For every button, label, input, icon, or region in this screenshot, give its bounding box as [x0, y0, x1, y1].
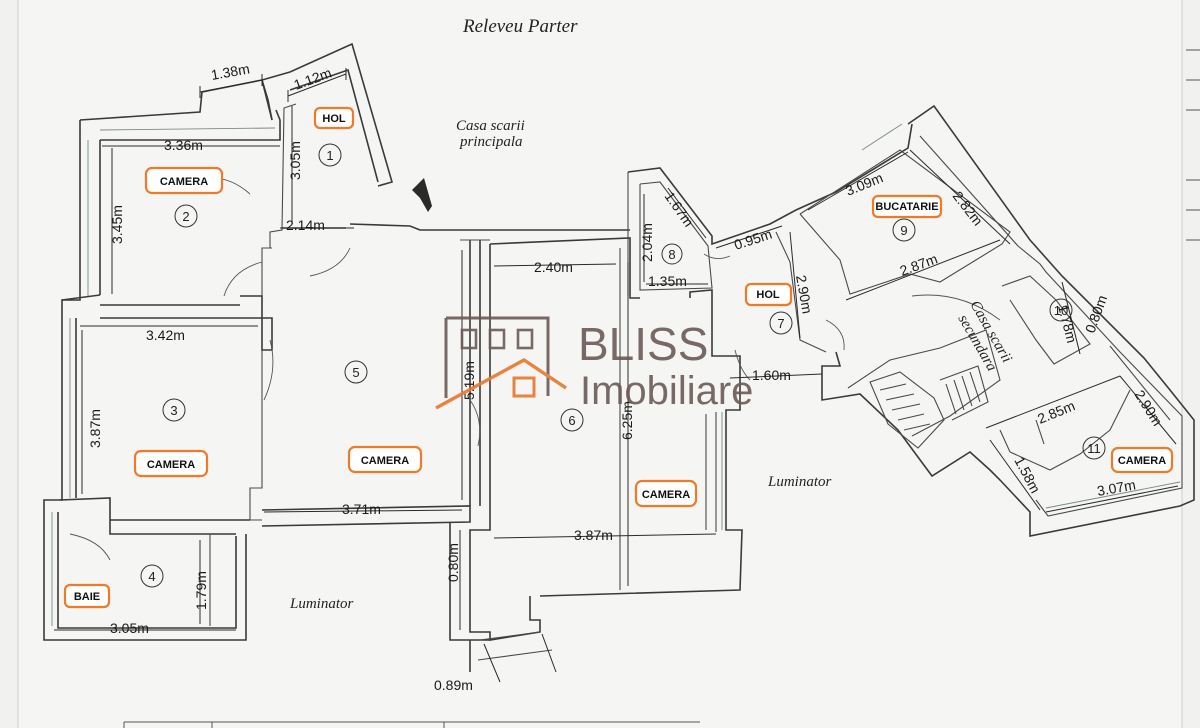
label-room-6: CAMERA	[634, 479, 698, 508]
label-room-5: CAMERA	[347, 445, 423, 474]
svg-text:6: 6	[568, 413, 575, 428]
dim-2-14: 2.14m	[286, 217, 325, 233]
svg-text:CAMERA: CAMERA	[642, 489, 690, 501]
room-number-8: 8	[661, 243, 683, 265]
svg-text:2: 2	[182, 209, 189, 224]
room-numbers: 1 2 3 4 5 6 7 8 9 10 11	[140, 143, 1106, 588]
room-number-6: 6	[560, 408, 584, 432]
svg-text:8: 8	[668, 247, 675, 262]
label-room-1: HOL	[313, 106, 355, 130]
logo-name: BLISS	[578, 318, 708, 370]
room-number-3: 3	[162, 398, 186, 422]
room-number-7: 7	[769, 311, 793, 335]
logo-roof	[435, 358, 567, 410]
room-labels: HOL CAMERA CAMERA BAIE CAMERA CAMERA HOL…	[63, 106, 1174, 609]
walls-center	[449, 123, 913, 672]
svg-text:7: 7	[777, 316, 784, 331]
dimension-lines	[54, 68, 1179, 683]
bliss-logo: BLISS Imobiliare	[435, 316, 753, 413]
svg-text:CAMERA: CAMERA	[1118, 455, 1166, 467]
svg-text:10: 10	[1054, 303, 1068, 318]
dim-1-38: 1.38m	[210, 60, 251, 83]
dim-3-42: 3.42m	[146, 327, 185, 343]
dim-1-35: 1.35m	[648, 273, 687, 289]
dim-2-90-hall: 2.90m	[793, 274, 816, 315]
svg-text:CAMERA: CAMERA	[361, 455, 409, 467]
logo-sub: Imobiliare	[580, 369, 753, 413]
luminator-left: Luminator	[289, 596, 354, 612]
svg-text:BAIE: BAIE	[74, 591, 100, 603]
dim-6-25: 6.25m	[619, 401, 635, 440]
svg-text:5: 5	[352, 365, 359, 380]
room-number-10: 10	[1049, 298, 1073, 322]
stairs-secondary	[869, 294, 1001, 449]
logo-house-frame	[444, 316, 550, 398]
label-room-4: BAIE	[63, 583, 111, 609]
dim-3-05-vertical: 3.05m	[287, 141, 303, 180]
svg-text:CAMERA: CAMERA	[160, 176, 208, 188]
label-room-7: HOL	[744, 282, 793, 307]
room-number-2: 2	[174, 204, 198, 228]
dim-3-87-vertical: 3.87m	[87, 409, 103, 448]
dim-3-36: 3.36m	[164, 137, 203, 153]
dim-0-89: 0.89m	[434, 677, 473, 693]
dim-1-79: 1.79m	[193, 571, 209, 610]
label-room-11: CAMERA	[1110, 446, 1174, 474]
dim-3-71: 3.71m	[342, 501, 381, 517]
room-number-4: 4	[140, 564, 164, 588]
dim-3-07: 3.07m	[1096, 476, 1137, 499]
plan-title: Releveu Parter	[462, 16, 578, 37]
title-block	[123, 49, 1200, 728]
stair-main-line2: principala	[459, 134, 523, 150]
dim-3-05-horizontal: 3.05m	[110, 620, 149, 636]
svg-text:HOL: HOL	[756, 289, 780, 301]
room-number-9: 9	[892, 218, 916, 242]
dim-0-80-vertical: 0.80m	[445, 543, 461, 582]
dim-2-40: 2.40m	[534, 259, 573, 275]
room-number-11: 11	[1082, 436, 1106, 460]
svg-text:4: 4	[148, 569, 155, 584]
luminator-right: Luminator	[767, 474, 832, 490]
svg-text:1: 1	[326, 148, 333, 163]
dim-1-60: 1.60m	[752, 367, 791, 383]
svg-text:11: 11	[1087, 441, 1101, 456]
svg-text:3: 3	[170, 403, 177, 418]
stair-main-line1: Casa scarii	[456, 118, 525, 134]
svg-text:9: 9	[900, 223, 907, 238]
dim-3-87-horizontal: 3.87m	[574, 527, 613, 543]
walls-right-wing	[775, 104, 1195, 537]
svg-text:BUCATARIE: BUCATARIE	[875, 201, 938, 213]
dim-2-04: 2.04m	[639, 223, 655, 262]
label-room-2: CAMERA	[144, 166, 224, 195]
entrance-arrow-icon	[412, 178, 432, 212]
sheet	[18, 0, 1182, 728]
label-room-3: CAMERA	[133, 449, 209, 478]
room-number-5: 5	[344, 360, 368, 384]
svg-text:CAMERA: CAMERA	[147, 459, 195, 471]
label-room-9: BUCATARIE	[871, 194, 943, 219]
dim-3-45: 3.45m	[109, 205, 125, 244]
svg-text:HOL: HOL	[322, 113, 346, 125]
room-number-1: 1	[318, 143, 342, 167]
